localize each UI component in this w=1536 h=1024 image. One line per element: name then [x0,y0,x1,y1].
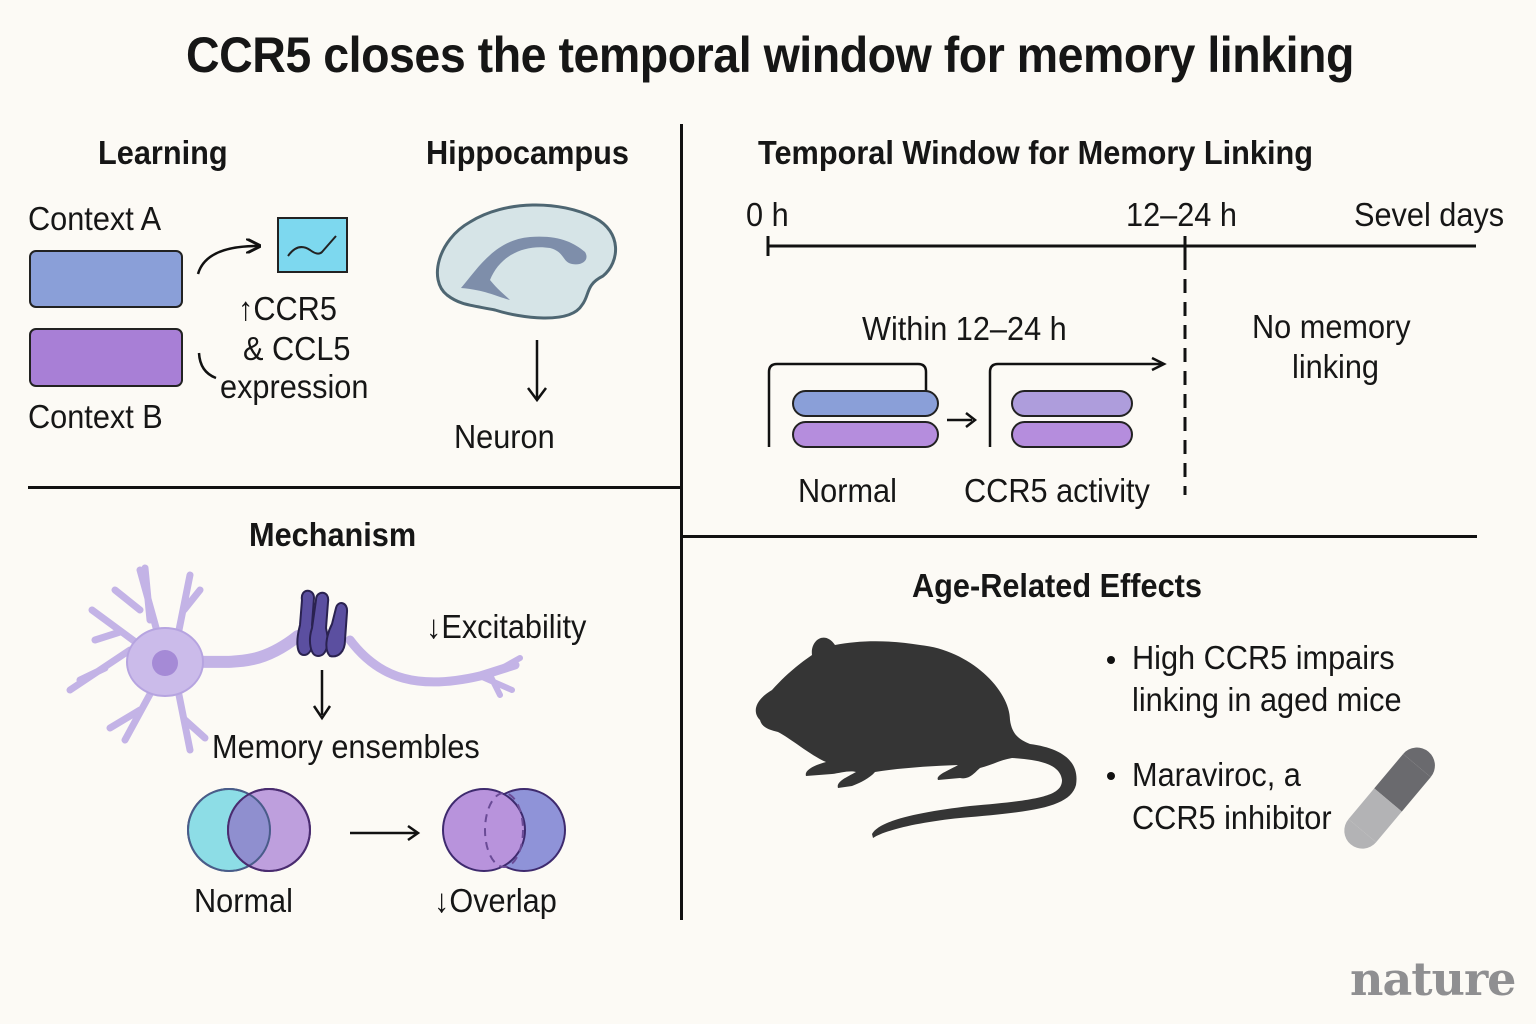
right-horizontal-divider [683,535,1477,538]
context-b-label: Context B [28,398,163,435]
arrowhead-icon [407,824,421,842]
venn-reduced-overlap-icon [442,788,566,872]
expression-line-3: expression [220,368,369,405]
timeline-label-end: Sevel days [1354,196,1505,233]
nature-logo: nature [1350,952,1516,1006]
age-effects-heading: Age-Related Effects [912,567,1202,604]
neuron-icon [66,564,304,754]
timeline [766,236,1476,495]
ccr5-linking-diagram [988,356,1167,448]
mouse-icon [755,637,1077,838]
mechanism-heading: Mechanism [249,516,417,553]
learning-heading: Learning [98,134,228,171]
no-linking-line-1: No memory [1252,308,1411,345]
pill-icon [1344,747,1435,849]
ccr5-receptor-icon [296,589,349,658]
normal-linking-diagram [767,362,978,448]
normal-condition-label: Normal [798,472,897,509]
neuron-label: Neuron [454,418,555,455]
hippocampus-heading: Hippocampus [426,134,629,171]
context-b-bar [29,328,183,387]
vertical-divider [680,124,683,920]
expression-line-1: ↑CCR5 [238,290,337,327]
bullet-1-line-1: High CCR5 impairs [1132,639,1395,676]
bullet-icon [1107,656,1115,664]
excitability-label: ↓Excitability [426,608,587,645]
hippocampus-icon [435,203,617,320]
left-horizontal-divider [28,486,682,489]
down-arrow-icon [527,340,547,403]
ccr5-activity-label: CCR5 activity [964,472,1150,509]
expression-line-2: & CCL5 [243,330,351,367]
context-a-label: Context A [28,200,162,237]
venn-normal-label: Normal [194,882,293,919]
down-arrow-icon [312,670,332,721]
timeline-label-window: 12–24 h [1126,196,1237,233]
axon-icon [345,635,523,698]
timeline-label-start: 0 h [746,196,789,233]
within-window-label: Within 12–24 h [862,310,1067,347]
bullet-icon [1107,772,1115,780]
bullet-2-line-1: Maraviroc, a [1132,756,1301,793]
bullet-2-line-2: CCR5 inhibitor [1132,799,1332,836]
context-a-bar [29,250,183,308]
activity-chart-icon [277,217,348,273]
venn-normal-icon [187,788,311,872]
memory-ensembles-label: Memory ensembles [212,728,480,765]
temporal-window-heading: Temporal Window for Memory Linking [758,134,1314,171]
curved-arrow-icon [196,246,258,380]
page-title: CCR5 closes the temporal window for memo… [186,27,1354,83]
venn-overlap-label: ↓Overlap [434,882,557,919]
no-linking-line-2: linking [1292,348,1380,385]
bullet-1-line-2: linking in aged mice [1132,681,1402,718]
